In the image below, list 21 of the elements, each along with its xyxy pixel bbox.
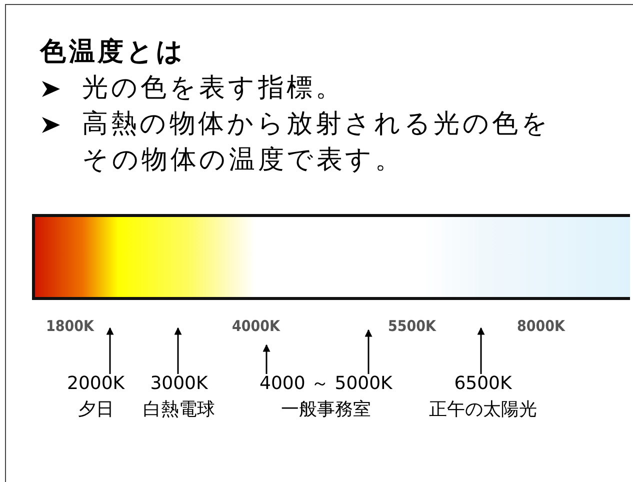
light-source-label: 正午の太陽光 — [429, 398, 537, 422]
light-source-label: 一般事務室 — [280, 398, 372, 422]
color-temperature-bar — [32, 214, 630, 300]
title: 色温度とは — [40, 36, 186, 69]
temperature-label: 4000 ～ 5000K — [260, 372, 392, 396]
scale-label: 4000K — [232, 318, 280, 335]
arrow — [364, 329, 372, 374]
scale-label: 1800K — [46, 318, 94, 335]
bullet-text: 光の色を表す指標。 — [82, 72, 346, 105]
scale-label: 8000K — [517, 318, 566, 335]
temperature-label: 6500K — [453, 372, 513, 396]
temperature-label: 3000K — [149, 372, 209, 396]
arrow — [477, 327, 485, 374]
arrow — [174, 327, 182, 374]
light-source-label: 白熱電球 — [143, 398, 215, 422]
light-source-label: 夕日 — [76, 398, 115, 422]
temperature-label: 2000K — [67, 372, 125, 396]
bullet-text: 高熱の物体から放射される光の色をその物体の温度で表す。 — [82, 108, 552, 177]
arrow — [106, 327, 114, 374]
arrow — [262, 344, 270, 374]
scale-label: 5500K — [388, 318, 436, 335]
